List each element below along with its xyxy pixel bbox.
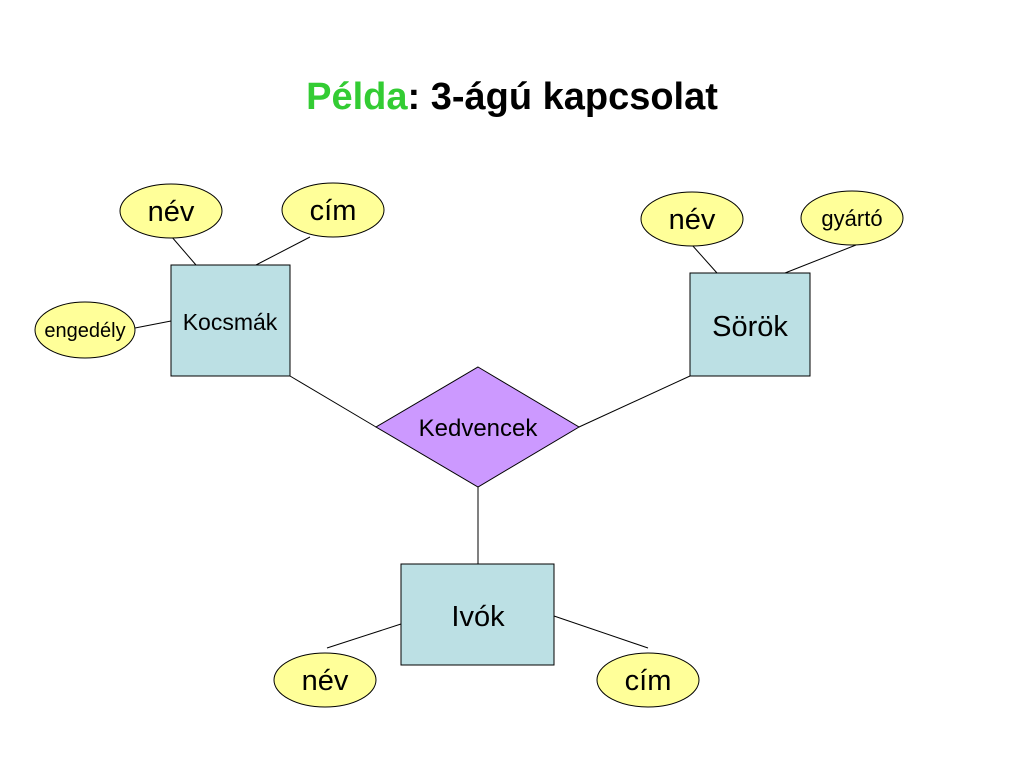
attribute-ellipse xyxy=(640,191,744,247)
entity-ivok[interactable]: Ivók xyxy=(400,563,555,666)
attribute-sorok-gyarto[interactable]: gyártó xyxy=(800,190,904,246)
relationship-kedvencek[interactable]: Kedvencek xyxy=(375,366,580,488)
entity-kocsmak-label: Kocsmák xyxy=(183,309,278,335)
slide-title: Példa: 3-ágú kapcsolat xyxy=(0,76,1024,119)
attribute-ellipse xyxy=(281,182,385,238)
attribute-ivok-cim-label: cím xyxy=(625,665,672,697)
title-accent: Példa xyxy=(306,76,408,118)
line-ivok-cim xyxy=(553,615,649,649)
entity-sorok-label: Sörök xyxy=(712,311,788,343)
entity-kocsmak-box xyxy=(170,264,291,377)
attribute-ellipse xyxy=(800,190,904,246)
attribute-kocsmak-engedely[interactable]: engedély xyxy=(34,301,136,359)
attribute-ellipse xyxy=(119,183,223,239)
attribute-ivok-nev-label: név xyxy=(302,665,349,697)
attribute-ivok-cim[interactable]: cím xyxy=(596,652,700,708)
attribute-kocsmak-engedely-label: engedély xyxy=(44,320,125,342)
attribute-ellipse xyxy=(273,652,377,708)
line-kocsmak-kedvencek xyxy=(289,375,377,428)
entity-sorok[interactable]: Sörök xyxy=(689,272,811,377)
attribute-sorok-nev-label: név xyxy=(669,204,716,236)
attribute-ivok-nev[interactable]: név xyxy=(273,652,377,708)
attribute-sorok-gyarto-label: gyártó xyxy=(821,206,882,231)
title-rest: : 3-ágú kapcsolat xyxy=(407,76,718,118)
attribute-kocsmak-cim-label: cím xyxy=(310,195,357,227)
line-sorok-nev xyxy=(691,244,718,274)
line-kocsmak-engedely xyxy=(134,320,172,329)
line-ivok-nev xyxy=(326,623,402,649)
entity-ivok-box xyxy=(400,563,555,666)
attribute-kocsmak-cim[interactable]: cím xyxy=(281,182,385,238)
relationship-diamond xyxy=(375,366,580,488)
entity-kocsmak[interactable]: Kocsmák xyxy=(170,264,291,377)
attribute-ellipse xyxy=(596,652,700,708)
entity-ivok-label: Ivók xyxy=(451,601,505,633)
entity-sorok-box xyxy=(689,272,811,377)
line-kocsmak-nev xyxy=(170,235,197,266)
relationship-kedvencek-label: Kedvencek xyxy=(419,415,539,442)
connector-lines xyxy=(134,235,857,649)
line-kocsmak-cim xyxy=(255,236,311,266)
line-sorok-kedvencek xyxy=(578,375,691,428)
line-sorok-gyarto xyxy=(784,244,857,274)
attribute-ellipse xyxy=(34,301,136,359)
attribute-sorok-nev[interactable]: név xyxy=(640,191,744,247)
attribute-kocsmak-nev[interactable]: név xyxy=(119,183,223,239)
attribute-kocsmak-nev-label: név xyxy=(148,196,195,228)
